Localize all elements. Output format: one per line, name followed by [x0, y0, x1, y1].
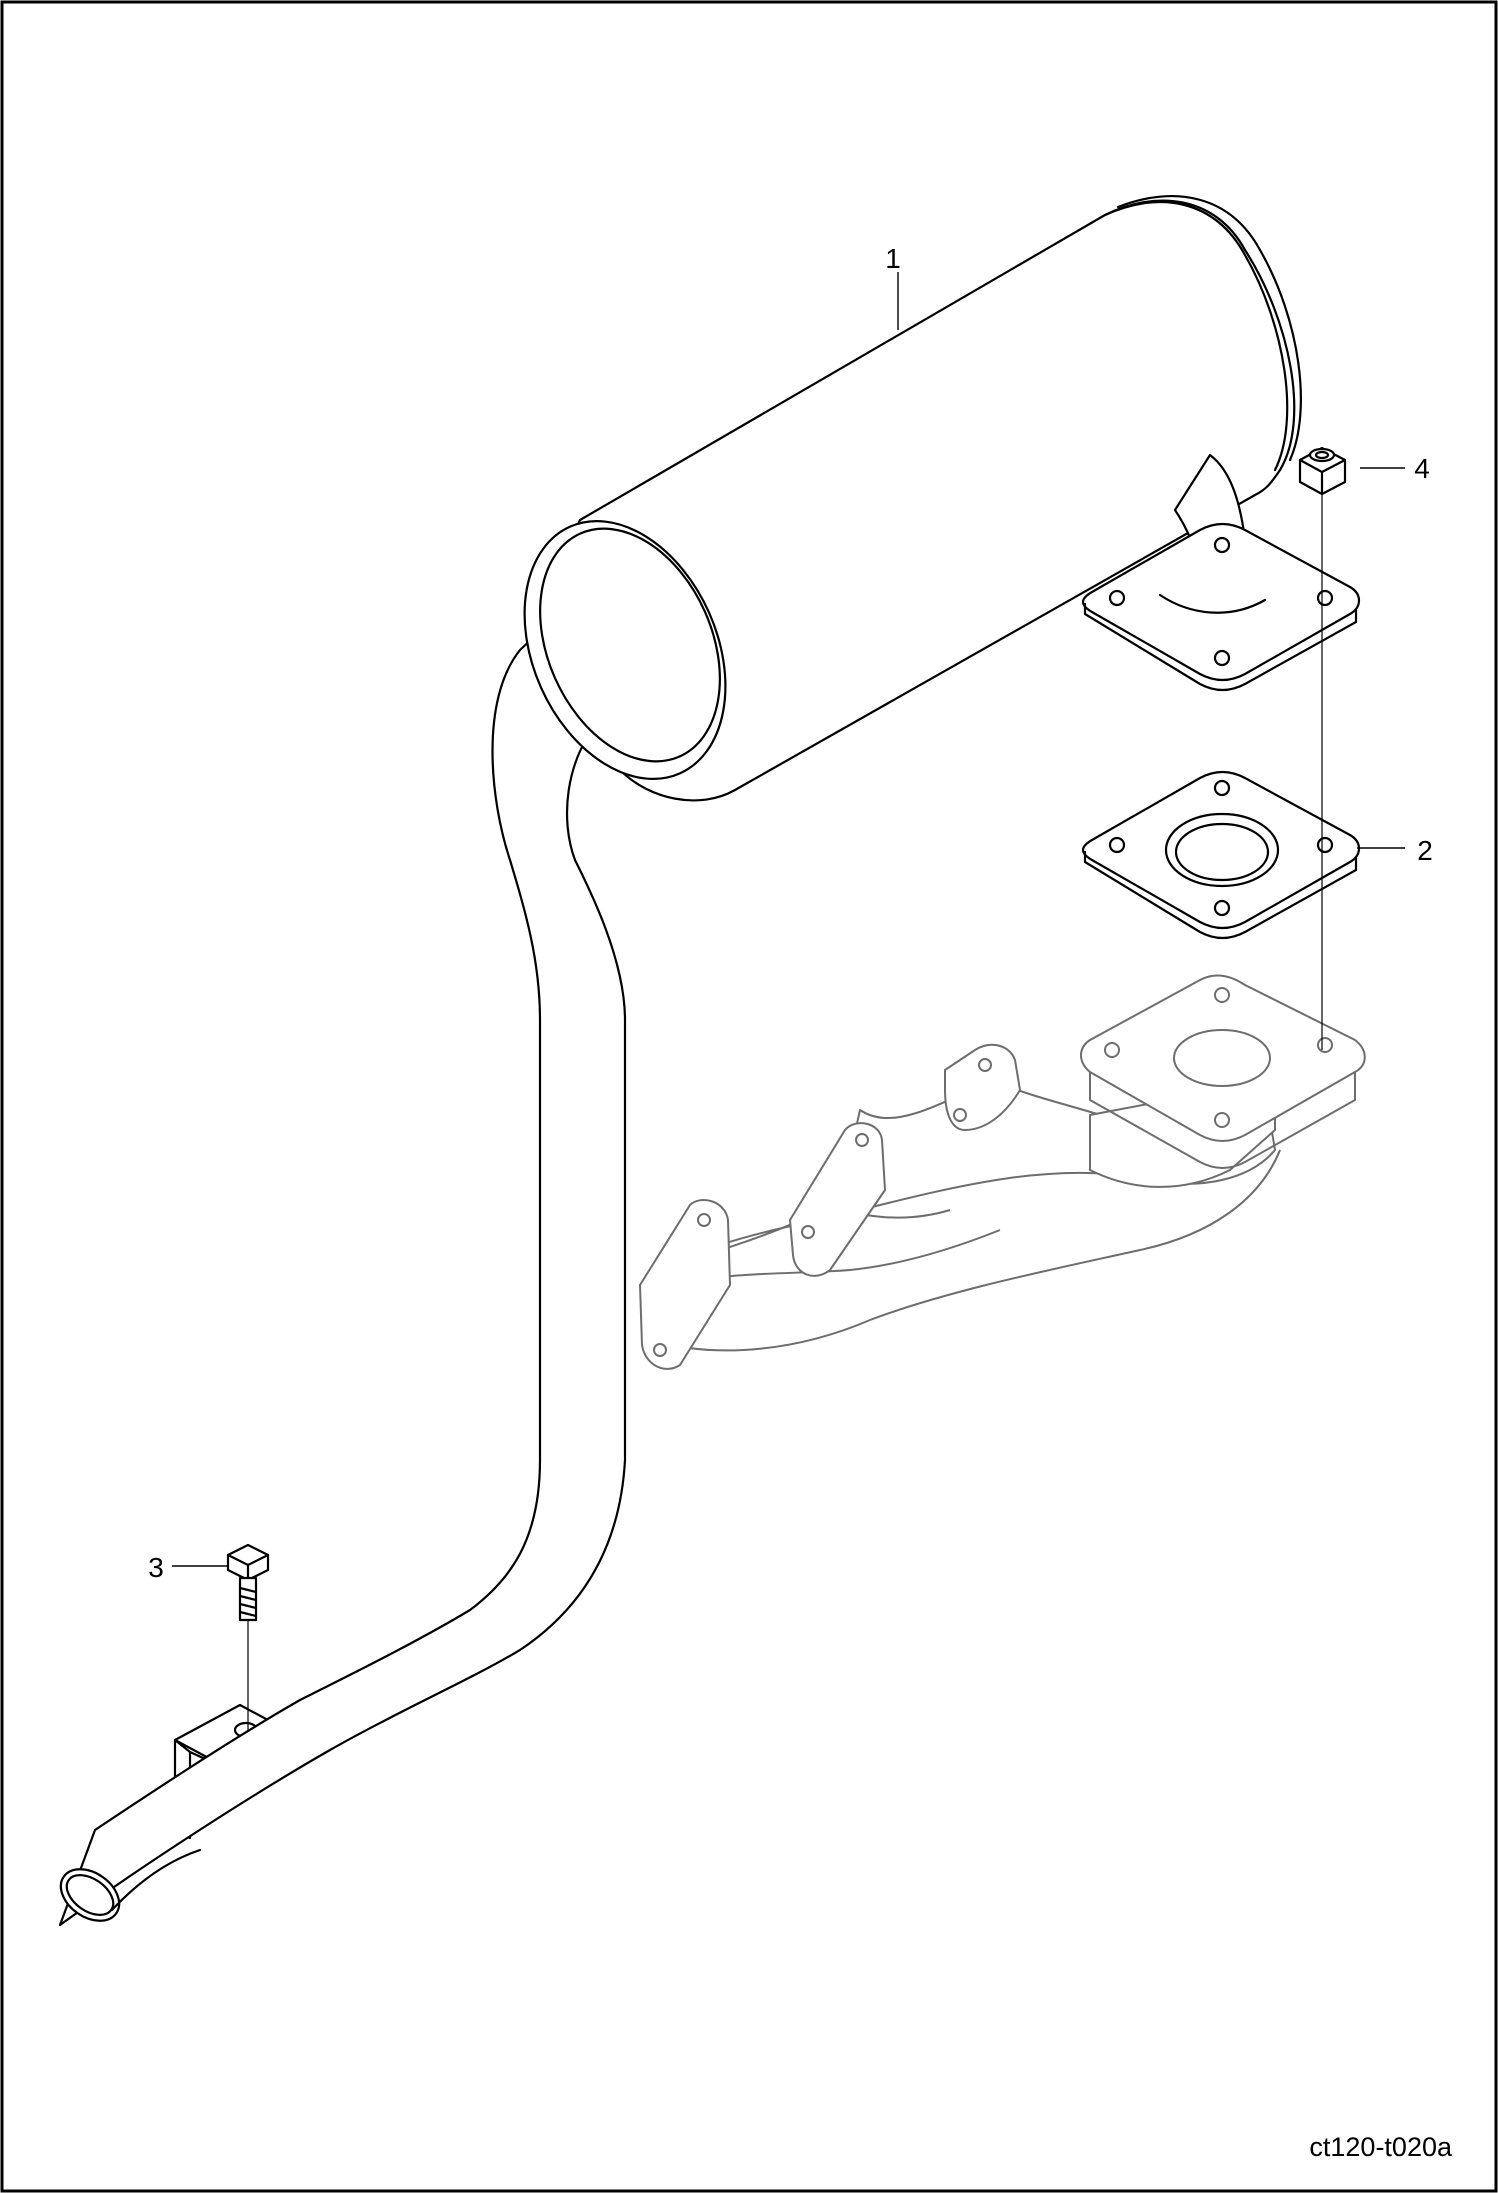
callout-1: 1: [885, 243, 901, 274]
tailpipe: [58, 598, 662, 1927]
assembly-center-lines: [247, 494, 1323, 1730]
gasket-part-2: [1081, 770, 1361, 940]
leader-lines: [172, 272, 1405, 1567]
exhaust-manifold: [639, 974, 1366, 1370]
callout-4: 4: [1414, 453, 1430, 484]
muffler-part-1: [523, 195, 1361, 802]
bolt-part-3: [226, 1543, 270, 1622]
callout-2: 2: [1417, 835, 1433, 866]
figure-code: ct120-t020a: [1309, 2132, 1453, 2162]
nut-part-4: [1298, 446, 1347, 496]
callout-3: 3: [148, 1552, 164, 1583]
